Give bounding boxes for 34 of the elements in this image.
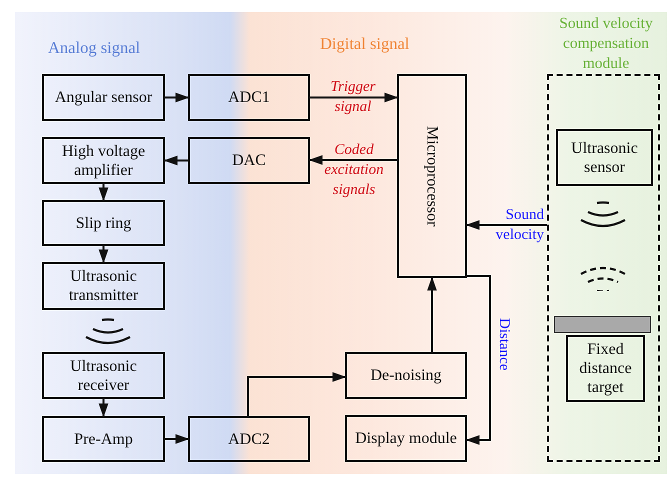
arrow bbox=[98, 246, 108, 264]
process-box: High voltage amplifier bbox=[42, 137, 165, 184]
section-heading: Analog signal bbox=[48, 37, 140, 59]
arrow bbox=[310, 92, 398, 102]
process-box: Pre-Amp bbox=[42, 416, 165, 462]
arrow bbox=[164, 156, 188, 166]
arrow bbox=[466, 275, 491, 445]
arrow bbox=[427, 276, 437, 352]
processor-box: Microprocessor bbox=[397, 74, 467, 278]
arrow bbox=[466, 220, 547, 230]
process-box: Angular sensor bbox=[42, 74, 165, 121]
arrow bbox=[165, 92, 190, 102]
edge-label: Coded excitation signals bbox=[323, 141, 385, 200]
target-plate bbox=[554, 316, 651, 333]
edge-label: Trigger signal bbox=[329, 78, 376, 117]
process-box: ADC1 bbox=[188, 74, 310, 121]
arrow bbox=[98, 399, 108, 418]
arrow bbox=[247, 372, 346, 416]
edge-label: Distance bbox=[495, 318, 513, 370]
process-box: DAC bbox=[188, 137, 310, 184]
process-box: Fixed distance target bbox=[566, 335, 645, 402]
arrow bbox=[98, 184, 108, 202]
edge-label: Sound velocity bbox=[494, 206, 544, 245]
process-box: Display module bbox=[345, 415, 467, 462]
module-heading: Sound velocity compensation module bbox=[558, 14, 654, 74]
process-box: Ultrasonic sensor bbox=[556, 129, 653, 186]
arrow bbox=[165, 434, 190, 444]
process-box: De-noising bbox=[345, 352, 467, 399]
process-box: Slip ring bbox=[42, 200, 165, 246]
process-box: ADC2 bbox=[188, 416, 310, 462]
arrow bbox=[308, 155, 397, 165]
process-box: Ultrasonic receiver bbox=[42, 352, 165, 399]
section-heading: Digital signal bbox=[320, 33, 410, 55]
process-box: Ultrasonic transmitter bbox=[42, 262, 165, 310]
